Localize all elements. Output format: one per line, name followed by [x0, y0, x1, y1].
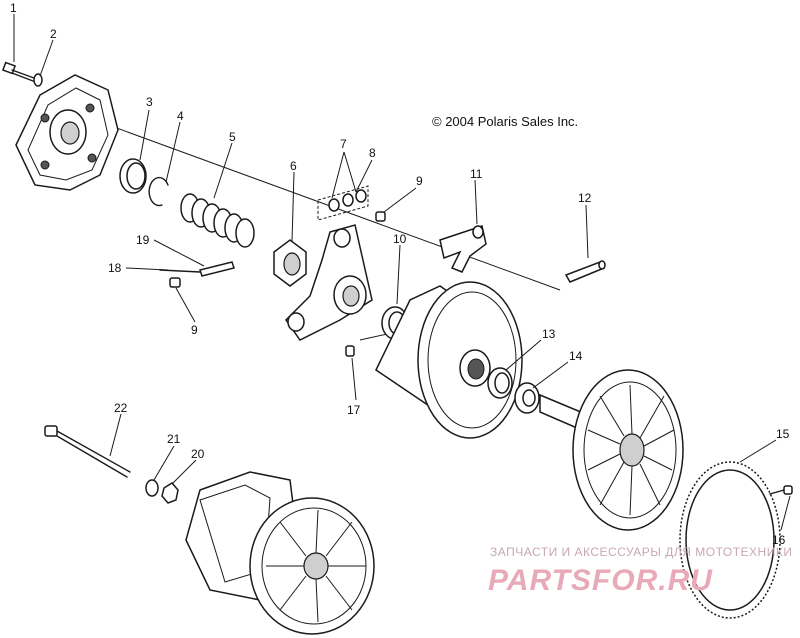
part-spider-arm [285, 224, 373, 341]
part-bolt-1 [1, 61, 35, 82]
callout-6: 6 [290, 159, 297, 173]
callout-2: 2 [50, 27, 57, 41]
callout-17: 17 [347, 403, 361, 417]
callout-15: 15 [776, 427, 790, 441]
callout-9-upper: 9 [416, 174, 423, 188]
part-moveable-sheave [375, 281, 523, 439]
part-roll-pin-19 [199, 261, 235, 277]
callout-20: 20 [191, 447, 205, 461]
callout-13: 13 [542, 327, 556, 341]
part-washers-7-8 [317, 185, 369, 221]
part-washer-14 [514, 382, 540, 414]
callout-10: 10 [393, 232, 407, 246]
part-pin-17 [345, 345, 355, 357]
part-pin-12 [564, 260, 606, 283]
part-roller-6 [273, 239, 307, 287]
part-bracket-11 [439, 225, 487, 273]
part-bushing-13 [487, 367, 513, 399]
callout-21: 21 [167, 432, 181, 446]
part-fixed-sheave [539, 369, 684, 531]
callout-11: 11 [470, 167, 483, 181]
part-nut-20 [161, 482, 179, 504]
part-pin-9-lower [169, 277, 181, 288]
callout-9-lower: 9 [191, 323, 198, 337]
callout-12: 12 [578, 191, 592, 205]
callout-19: 19 [136, 233, 150, 247]
part-ring-gear-15 [679, 461, 781, 619]
callout-7: 7 [340, 137, 347, 151]
callout-8: 8 [369, 146, 376, 160]
part-screw-16 [769, 485, 793, 495]
part-bushing-3 [119, 158, 147, 194]
callout-14: 14 [569, 349, 583, 363]
callout-16: 16 [772, 533, 786, 547]
part-housing-cover [15, 74, 119, 191]
leader-lines [13, 14, 791, 531]
callout-4: 4 [177, 109, 184, 123]
part-pin-9-upper [375, 211, 386, 222]
assembly-axis-line [39, 99, 561, 291]
part-drive-clutch-assembly [185, 471, 375, 635]
callout-3: 3 [146, 95, 153, 109]
callout-1: 1 [10, 1, 17, 15]
watermark-logo: PARTSFOR.RU [488, 564, 713, 597]
part-snap-ring-4 [148, 176, 169, 207]
part-spring-5 [180, 193, 255, 248]
copyright-text: © 2004 Polaris Sales Inc. [432, 114, 578, 129]
part-washer-2 [33, 73, 43, 87]
callout-5: 5 [229, 130, 236, 144]
callout-22: 22 [114, 401, 128, 415]
part-washer-21 [145, 479, 159, 497]
callout-18: 18 [108, 261, 122, 275]
watermark-tagline: ЗАПЧАСТИ И АКСЕССУАРЫ ДЛЯ МОТОТЕХНИКИ [490, 545, 792, 559]
part-bolt-22 [44, 425, 131, 478]
